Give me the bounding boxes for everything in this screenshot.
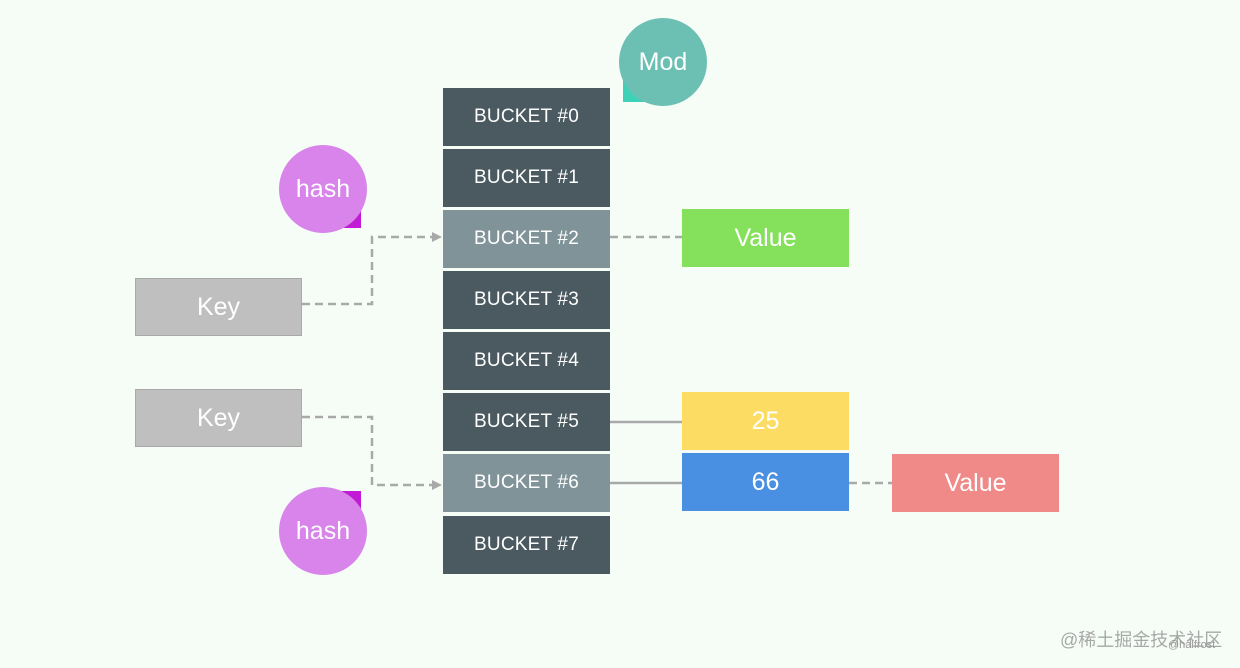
key1-to-bucket2-arrow: [302, 232, 442, 306]
bucket-4: BUCKET #4: [443, 332, 610, 390]
hash-bubble-top: hash: [279, 145, 367, 233]
watermark-subtext: @halfrost: [1168, 639, 1216, 651]
watermark-text: @稀土掘金技术社区: [1060, 630, 1223, 650]
value-box-top: Value: [682, 209, 849, 267]
bucket-6: BUCKET #6: [443, 454, 610, 512]
bucket-0: BUCKET #0: [443, 88, 610, 146]
bucket-2: BUCKET #2: [443, 210, 610, 268]
entry-box-66: 66: [682, 453, 849, 511]
key-box-bottom: Key: [135, 389, 302, 447]
entry-box-25: 25: [682, 392, 849, 450]
bucket-7: BUCKET #7: [443, 516, 610, 574]
value-box-bottom: Value: [892, 454, 1059, 512]
mod-bubble: Mod: [619, 18, 707, 106]
hash-bubble-bottom: hash: [279, 487, 367, 575]
key-box-top: Key: [135, 278, 302, 336]
bucket-1: BUCKET #1: [443, 149, 610, 207]
key2-to-bucket6-arrow: [302, 415, 442, 490]
bucket-3: BUCKET #3: [443, 271, 610, 329]
bucket-5: BUCKET #5: [443, 393, 610, 451]
